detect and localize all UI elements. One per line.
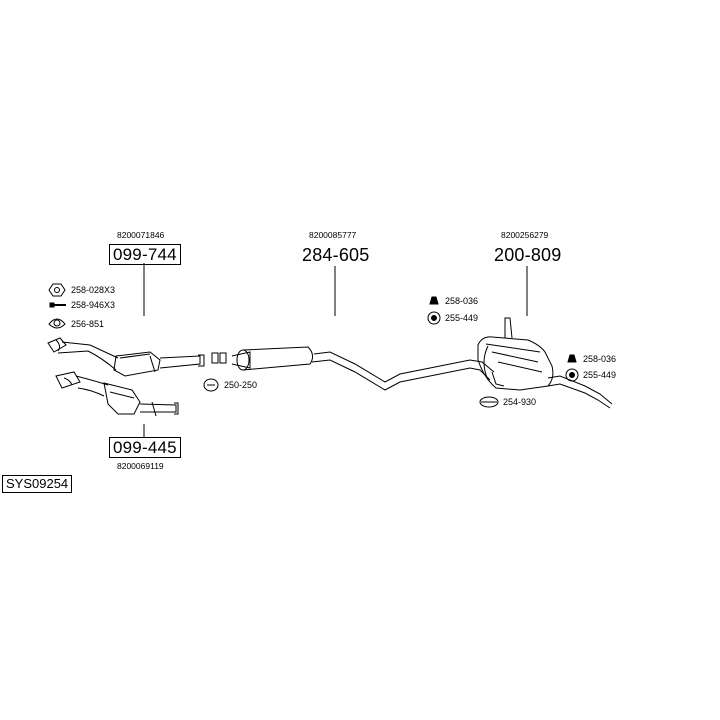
small-part-258-946x3[interactable]: 258-946X3 xyxy=(71,300,116,310)
rubber-hanger-icon xyxy=(427,311,441,325)
part-number-099-445[interactable]: 099-445 xyxy=(109,437,181,458)
small-part-255-449-lower[interactable]: 255-449 xyxy=(583,370,617,380)
rear-silencer-drawing xyxy=(477,317,613,409)
catalyst-lower-drawing xyxy=(55,371,179,417)
rubber-hanger-icon xyxy=(565,368,579,382)
part-number-099-744[interactable]: 099-744 xyxy=(109,244,181,265)
oe-number-099-445: 8200069119 xyxy=(117,461,164,471)
rubber-mount-icon xyxy=(567,354,577,363)
part-number-284-605[interactable]: 284-605 xyxy=(302,245,370,265)
oe-number-099-744: 8200071846 xyxy=(117,230,165,240)
small-part-256-851[interactable]: 256-851 xyxy=(71,319,105,329)
gasket-icon xyxy=(48,318,66,329)
rubber-mount-icon xyxy=(429,296,439,305)
oe-number-200-809: 8200256279 xyxy=(501,230,549,240)
nut-icon xyxy=(48,283,66,297)
small-part-258-036-upper[interactable]: 258-036 xyxy=(445,296,479,306)
part-number-200-809[interactable]: 200-809 xyxy=(494,245,562,265)
small-part-255-449-upper[interactable]: 255-449 xyxy=(445,313,479,323)
clamp-icon xyxy=(203,378,219,392)
band-clamp-icon xyxy=(479,396,499,408)
small-part-258-036-lower[interactable]: 258-036 xyxy=(583,354,617,364)
small-part-258-028x3[interactable]: 258-028X3 xyxy=(71,285,116,295)
small-part-254-930[interactable]: 254-930 xyxy=(503,397,537,407)
bolt-icon xyxy=(49,302,66,308)
middle-silencer-drawing xyxy=(231,346,495,391)
joint-gaskets-drawing xyxy=(211,352,227,364)
oe-number-284-605: 8200085777 xyxy=(309,230,357,240)
system-code-label: SYS09254 xyxy=(2,475,73,493)
catalyst-upper-drawing xyxy=(47,337,205,377)
small-part-250-250[interactable]: 250-250 xyxy=(224,380,258,390)
